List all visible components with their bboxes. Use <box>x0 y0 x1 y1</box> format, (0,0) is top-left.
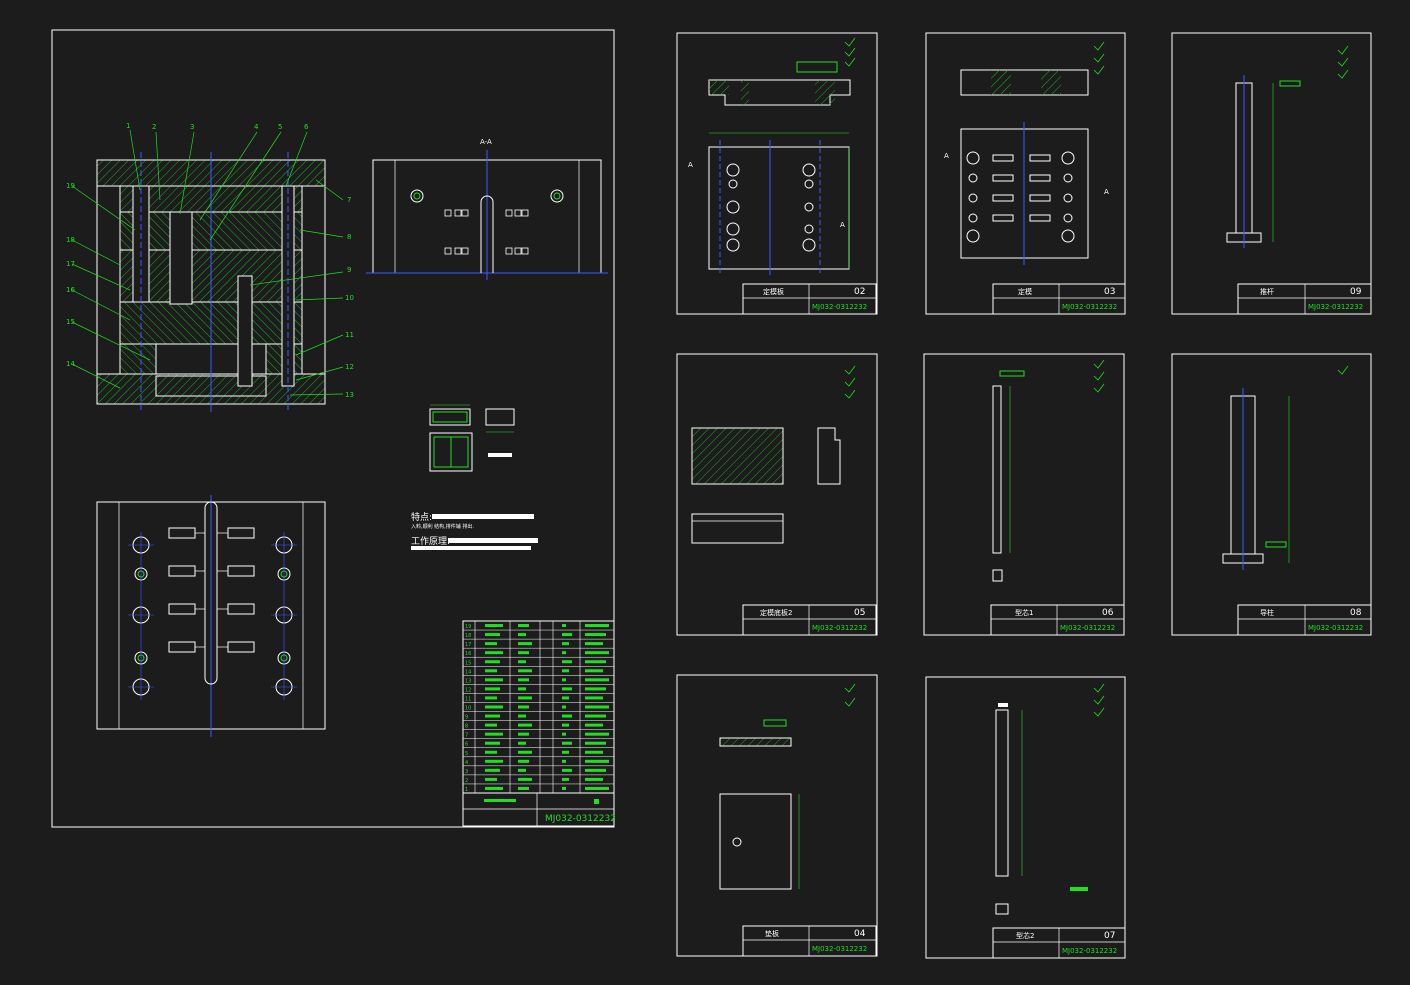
mold-plan-view <box>96 495 326 737</box>
sheet-05: 定模底板2 05 MJ032-0312232 <box>676 353 878 636</box>
sheet-09-id: 09 <box>1350 287 1362 297</box>
sheet-03-name: 定模 <box>1018 287 1032 296</box>
part-number-10: 10 <box>345 294 354 302</box>
bom-row-number: 9 <box>465 715 468 721</box>
sheet-02-name: 定模板 <box>763 287 784 296</box>
sheet-02-section-mark-left: A <box>688 161 693 169</box>
part-number-6: 6 <box>304 123 309 131</box>
sheet-09-code: MJ032-0312232 <box>1308 303 1363 311</box>
part-number-11: 11 <box>345 331 354 339</box>
sheet-06-name: 型芯1 <box>1015 608 1033 617</box>
bom-row-number: 5 <box>465 751 468 757</box>
bom-row-number: 10 <box>465 706 471 712</box>
features-text: 入料,顺利 结构,排件辅 排出. <box>411 523 474 530</box>
bom-row-number: 19 <box>465 624 471 630</box>
bom-row-number: 3 <box>465 769 468 775</box>
bom-row-number: 17 <box>465 642 471 648</box>
sheet-07: 型芯2 07 MJ032-0312232 <box>925 676 1126 959</box>
sheet-03-code: MJ032-0312232 <box>1062 303 1117 311</box>
bom-row-number: 4 <box>465 760 468 766</box>
sheet-04-code: MJ032-0312232 <box>812 945 867 953</box>
mold-section-view <box>96 152 326 412</box>
section-view-aa: A-A <box>366 138 608 280</box>
part-number-9: 9 <box>347 266 351 274</box>
part-number-callouts: 1 2 3 4 5 6 7 8 9 10 11 12 13 14 15 16 1… <box>66 122 354 399</box>
sheet-04-name: 垫板 <box>765 929 779 938</box>
sheet-06: 型芯1 06 MJ032-0312232 <box>923 353 1125 636</box>
sheet-08-id: 08 <box>1350 608 1362 618</box>
part-number-7: 7 <box>347 196 351 204</box>
sheet-07-name: 型芯2 <box>1016 931 1034 940</box>
bom-row-number: 13 <box>465 678 471 684</box>
sheet-03-section-mark-left: A <box>944 152 949 160</box>
bom-row-number: 1 <box>465 787 468 793</box>
bom-row-number: 12 <box>465 687 471 693</box>
sheet-09: 推杆 09 MJ032-0312232 <box>1171 32 1372 315</box>
part-number-14: 14 <box>66 360 75 368</box>
bom-row-number: 2 <box>465 778 468 784</box>
bom-row-number: 11 <box>465 696 471 702</box>
part-number-12: 12 <box>345 363 354 371</box>
part-number-8: 8 <box>347 233 351 241</box>
assembly-drawing-code: MJ032-0312232 <box>545 814 616 824</box>
sheet-07-id: 07 <box>1104 931 1115 941</box>
notes-block: 特点: 入料,顺利 结构,排件辅 排出. 工作原理: <box>411 511 538 550</box>
sheet-08: 导柱 08 MJ032-0312232 <box>1171 353 1372 636</box>
part-number-1: 1 <box>126 122 130 130</box>
bom-row-number: 14 <box>465 669 471 675</box>
sheet-02-id: 02 <box>854 287 865 297</box>
sheet-03: A A 定模 03 MJ032-0312232 <box>925 32 1126 315</box>
sheet-02: A A 定模板 02 MJ032-0312232 <box>676 32 878 315</box>
sheet-09-name: 推杆 <box>1260 287 1274 296</box>
sheet-03-id: 03 <box>1104 287 1115 297</box>
part-number-13: 13 <box>345 391 354 399</box>
sheet-03-section-mark-right: A <box>1104 188 1109 196</box>
part-number-15: 15 <box>66 318 75 326</box>
product-detail-view <box>429 404 515 472</box>
part-number-4: 4 <box>254 123 259 131</box>
bom-row-number: 8 <box>465 724 468 730</box>
part-number-19: 19 <box>66 182 75 190</box>
bom-row-number: 18 <box>465 633 471 639</box>
sheet-08-name: 导柱 <box>1260 608 1274 617</box>
sheet-05-id: 05 <box>854 608 865 618</box>
part-number-2: 2 <box>152 123 156 131</box>
section-label-aa: A-A <box>480 138 492 146</box>
sheet-02-code: MJ032-0312232 <box>812 303 867 311</box>
part-number-17: 17 <box>66 260 75 268</box>
sheet-05-name: 定模底板2 <box>760 608 792 617</box>
sheet-07-code: MJ032-0312232 <box>1062 947 1117 955</box>
surface-roughness-symbols <box>844 37 1349 717</box>
part-number-18: 18 <box>66 236 75 244</box>
sheet-08-code: MJ032-0312232 <box>1308 624 1363 632</box>
sheet-04-id: 04 <box>854 929 866 939</box>
sheet-05-code: MJ032-0312232 <box>812 624 867 632</box>
bom-row-number: 16 <box>465 651 471 657</box>
assembly-sheet: 1 2 3 4 5 6 7 8 9 10 11 12 13 14 15 16 1… <box>51 29 616 828</box>
sheet-06-id: 06 <box>1102 608 1114 618</box>
bom-row-number: 15 <box>465 660 471 666</box>
principle-label: 工作原理: <box>411 535 450 547</box>
part-number-3: 3 <box>190 123 194 131</box>
features-label: 特点: <box>411 511 432 523</box>
part-number-5: 5 <box>278 123 282 131</box>
sheet-04: 垫板 04 MJ032-0312232 <box>676 674 878 957</box>
bom-row-number: 7 <box>465 733 468 739</box>
part-number-16: 16 <box>66 286 75 294</box>
bill-of-materials: 19 18 17 16 15 14 13 12 11 10 9 8 7 6 5 4 3 2 1 MJ032-0312… <box>462 620 616 827</box>
sheet-02-section-mark-right: A <box>840 221 845 229</box>
bom-row-number: 6 <box>465 742 468 748</box>
sheet-06-code: MJ032-0312232 <box>1060 624 1115 632</box>
